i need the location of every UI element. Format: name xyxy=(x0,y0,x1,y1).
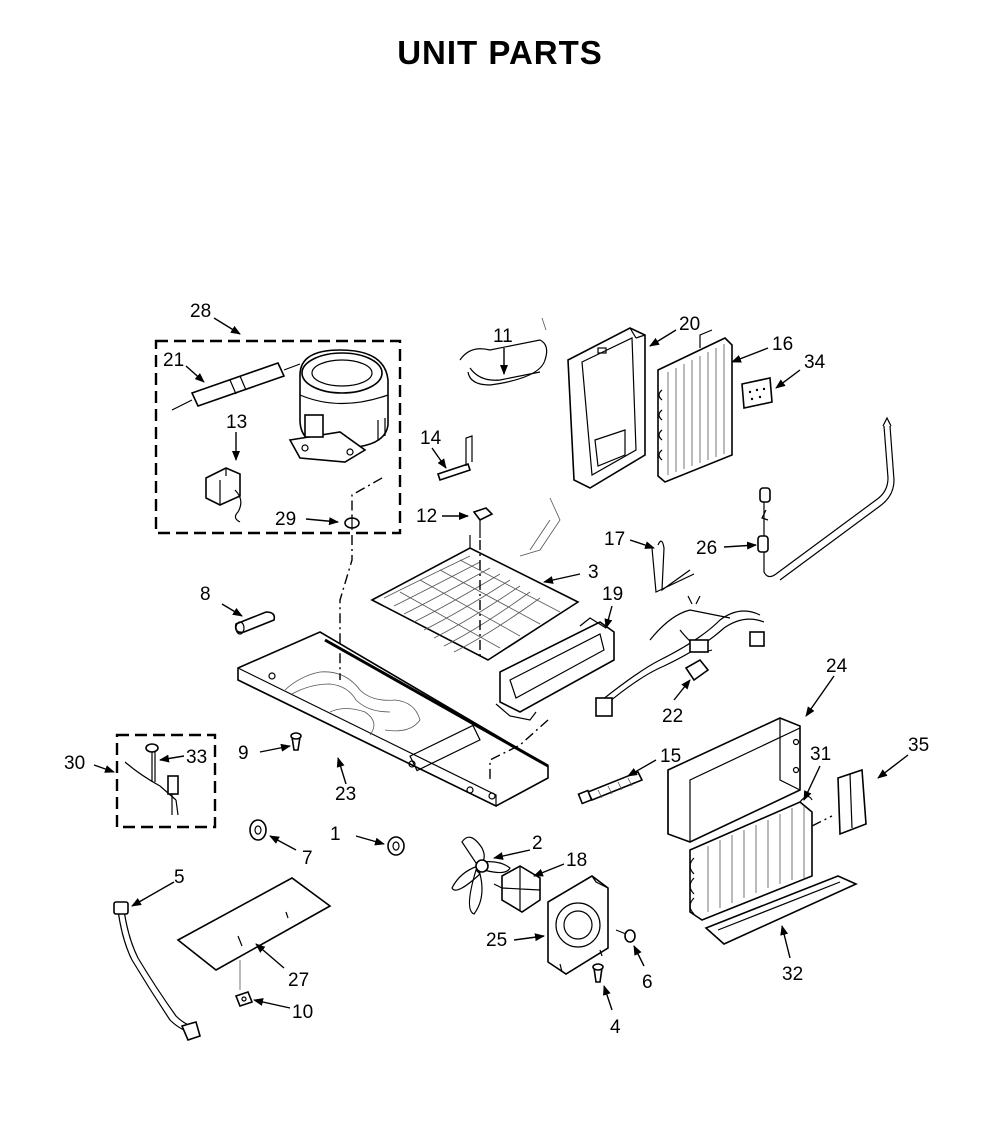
evaporator xyxy=(657,329,733,483)
callout-11: 11 xyxy=(493,326,513,347)
callout-26: 26 xyxy=(696,538,717,559)
mounting-bolt xyxy=(577,770,644,805)
drain-hose xyxy=(234,611,276,635)
callout-21: 21 xyxy=(163,350,184,371)
water-line xyxy=(113,901,201,1041)
grommet-1 xyxy=(387,836,405,856)
nut xyxy=(234,991,254,1007)
callout-5: 5 xyxy=(174,867,185,888)
valve-assembly xyxy=(124,761,179,816)
callout-23: 23 xyxy=(335,784,356,805)
callout-13: 13 xyxy=(226,412,247,433)
callout-31: 31 xyxy=(810,744,831,765)
relay-overload xyxy=(205,467,242,523)
screw-4 xyxy=(592,963,604,983)
fan-shroud xyxy=(547,875,609,975)
screw-6 xyxy=(615,929,636,943)
compressor xyxy=(288,349,389,463)
bracket xyxy=(837,768,867,836)
insulation-pad xyxy=(176,877,332,971)
page-title: UNIT PARTS xyxy=(397,34,603,71)
condenser-cover xyxy=(667,717,801,843)
callout-17: 17 xyxy=(604,529,625,550)
leader-lines xyxy=(93,317,909,1011)
drain-pan xyxy=(495,617,615,721)
fan-blade xyxy=(451,836,511,915)
screw-33 xyxy=(145,743,159,782)
condenser-strip xyxy=(704,875,858,945)
defrost-heater xyxy=(757,416,895,581)
evaporator-cover xyxy=(567,327,646,489)
callout-15: 15 xyxy=(660,746,681,767)
callout-8: 8 xyxy=(200,584,211,605)
callout-27: 27 xyxy=(288,970,309,991)
callout-12: 12 xyxy=(416,506,437,527)
callout-18: 18 xyxy=(566,850,587,871)
callout-2: 2 xyxy=(532,833,543,854)
condenser-fan-motor xyxy=(493,865,541,913)
callout-20: 20 xyxy=(679,314,700,335)
callout-6: 6 xyxy=(642,972,653,993)
compressor-assembly-group-box xyxy=(154,339,402,535)
condenser-coil xyxy=(370,535,580,661)
grommet xyxy=(344,516,360,530)
callout-33: 33 xyxy=(186,747,207,768)
callout-labels: 28 21 13 29 11 20 16 34 14 12 17 26 3 19… xyxy=(64,301,929,1038)
grommet-7 xyxy=(249,819,267,841)
defrost-sensor xyxy=(436,435,473,482)
callout-3: 3 xyxy=(588,562,599,583)
callout-24: 24 xyxy=(826,656,848,677)
callout-7: 7 xyxy=(302,848,313,869)
callout-19: 19 xyxy=(602,584,623,605)
group-30-box xyxy=(115,733,217,829)
wire-harness xyxy=(595,595,765,717)
base-plate xyxy=(237,631,549,807)
screw-9 xyxy=(290,732,302,751)
callout-35: 35 xyxy=(908,735,929,756)
callout-22: 22 xyxy=(662,706,683,727)
condenser xyxy=(689,795,813,921)
callout-9: 9 xyxy=(238,743,249,764)
callout-32: 32 xyxy=(782,964,803,985)
callout-14: 14 xyxy=(420,428,442,449)
callout-34: 34 xyxy=(804,352,826,373)
callout-29: 29 xyxy=(275,509,296,530)
callout-1: 1 xyxy=(330,824,341,845)
callout-4: 4 xyxy=(610,1017,621,1038)
drain-tube xyxy=(459,317,548,386)
callout-10: 10 xyxy=(292,1002,313,1023)
clip xyxy=(472,507,494,538)
callout-16: 16 xyxy=(772,334,793,355)
callout-25: 25 xyxy=(486,930,507,951)
filter-dryer xyxy=(171,362,301,411)
defrost-wire-hook xyxy=(651,540,695,593)
label-plate xyxy=(741,377,773,409)
callout-28: 28 xyxy=(190,301,211,322)
callout-30: 30 xyxy=(64,753,85,774)
